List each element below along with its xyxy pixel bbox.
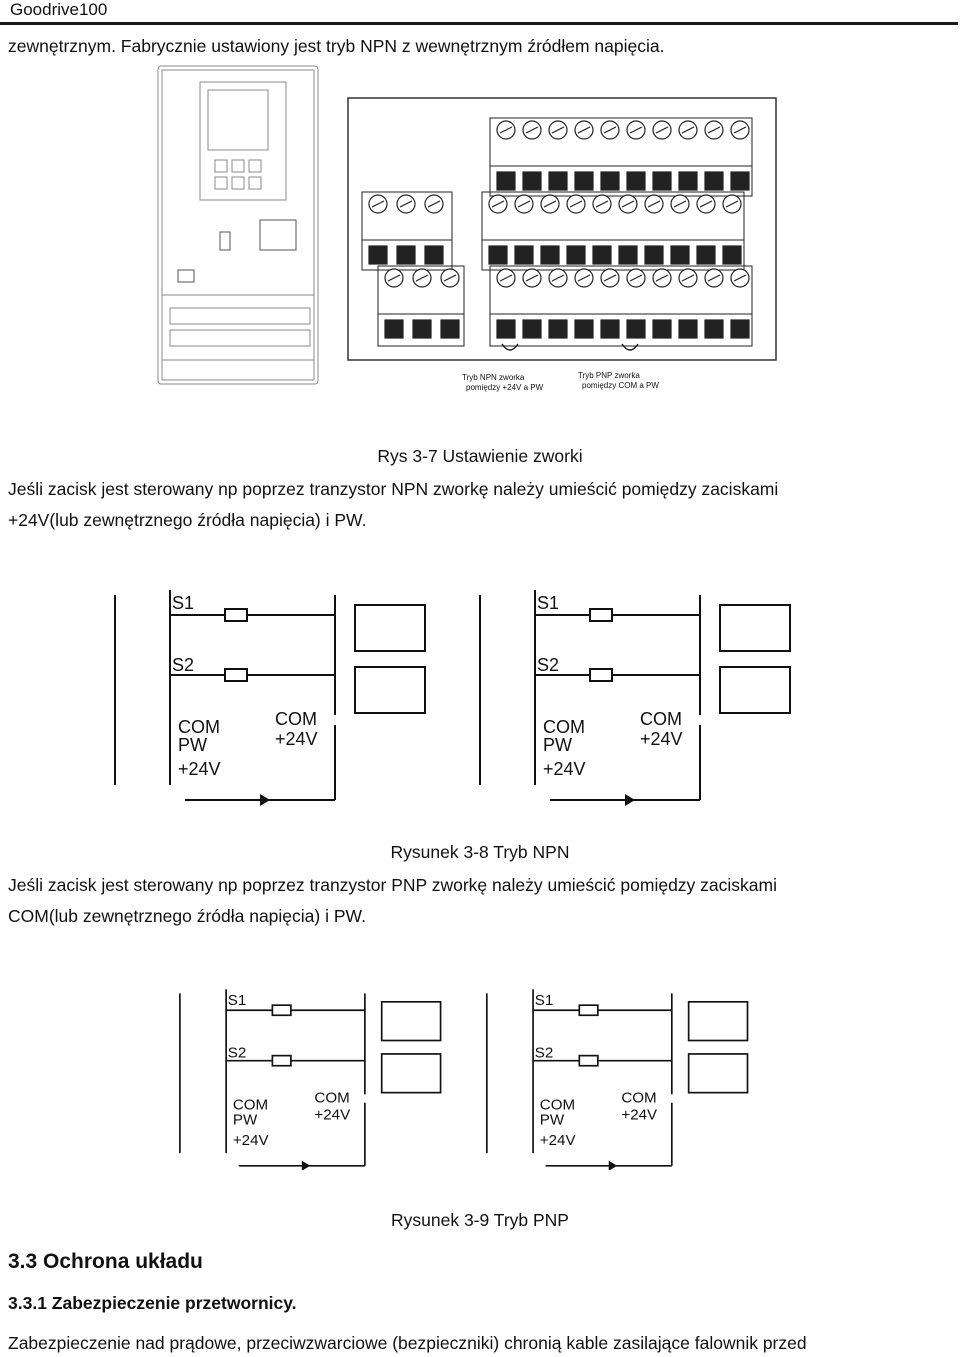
label-v24-ext: +24V (275, 729, 318, 749)
label-v24: +24V (540, 1132, 577, 1149)
header-title: Goodrive100 (10, 0, 108, 19)
section-title: 3.3 Ochrona układu (8, 1250, 203, 1273)
label-com-ext: COM (275, 709, 317, 729)
label-v24: +24V (543, 759, 586, 779)
label-com-ext: COM (640, 709, 682, 729)
label-s1: S1 (537, 593, 559, 613)
label-pw: PW (233, 1112, 258, 1129)
label-s1: S1 (172, 593, 194, 613)
label-com-ext: COM (621, 1090, 656, 1107)
drive-outline-drawing (157, 65, 319, 385)
figure-3-7-caption: Rys 3-7 Ustawienie zworki (377, 446, 583, 466)
label-s2: S2 (537, 655, 559, 675)
npn-paragraph-line1: Jeśli zacisk jest sterowany np poprzez t… (8, 479, 779, 499)
label-v24-ext: +24V (621, 1107, 658, 1124)
label-com: COM (178, 717, 220, 737)
label-v24-ext: +24V (314, 1107, 351, 1124)
figure-3-8-caption: Rysunek 3-8 Tryb NPN (390, 842, 570, 862)
intro-text: zewnętrznym. Fabrycznie ustawiony jest t… (8, 36, 665, 56)
jumper-pnp-label-1: Tryb PNP zworka (578, 371, 640, 380)
label-pw: PW (540, 1112, 565, 1129)
section-body: Zabezpieczenie nad prądowe, przeciwzwarc… (8, 1333, 807, 1353)
jumper-npn-label-1: Tryb NPN zworka (462, 373, 525, 382)
label-s2: S2 (228, 1044, 247, 1061)
label-s2: S2 (535, 1044, 554, 1061)
terminal-block-drawing: Tryb NPN zworka pomiędzy +24V a PW Tryb … (347, 97, 777, 392)
jumper-pnp-label-2: pomiędzy COM a PW (582, 381, 659, 390)
figure-3-9-caption: Rysunek 3-9 Tryb PNP (391, 1210, 569, 1230)
label-s1: S1 (535, 992, 554, 1009)
label-com: COM (233, 1096, 268, 1113)
label-v24: +24V (233, 1132, 270, 1149)
label-s2: S2 (172, 655, 194, 675)
label-com: COM (543, 717, 585, 737)
label-com: COM (540, 1096, 575, 1113)
header-divider (0, 22, 958, 25)
npn-paragraph-line2: +24V(lub zewnętrznego źródła napięcia) i… (8, 510, 367, 530)
label-com-ext: COM (314, 1090, 349, 1107)
figure-jumper-setting: Tryb NPN zworka pomiędzy +24V a PW Tryb … (157, 65, 777, 392)
pnp-paragraph-line1: Jeśli zacisk jest sterowany np poprzez t… (8, 875, 777, 895)
label-s1: S1 (228, 992, 247, 1009)
label-pw: PW (543, 735, 572, 755)
label-v24: +24V (178, 759, 221, 779)
section-subtitle: 3.3.1 Zabezpieczenie przetwornicy. (8, 1293, 297, 1313)
jumper-npn-label-2: pomiędzy +24V a PW (466, 383, 544, 392)
label-v24-ext: +24V (640, 729, 683, 749)
label-pw: PW (178, 735, 207, 755)
pnp-paragraph-line2: COM(lub zewnętrznego źródła napięcia) i … (8, 906, 366, 926)
